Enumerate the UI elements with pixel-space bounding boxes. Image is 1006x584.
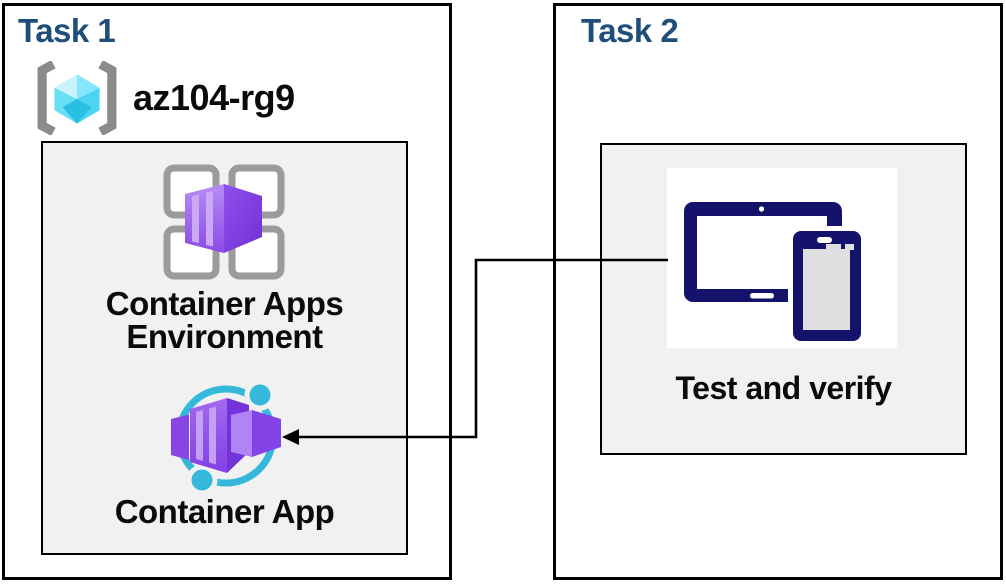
container-apps-environment-icon [162,163,286,286]
container-app-label: Container App [114,493,335,530]
devices-icon-card [667,168,897,348]
resource-group: az104-rg9 [36,60,295,136]
task1-title: Task 1 [18,12,116,49]
resource-group-icon [36,61,118,135]
resource-group-name: az104-rg9 [133,77,295,118]
task1-panel: Task 1 az104-rg9 [2,3,452,580]
container-apps-environment-label: Container Apps Environment [105,285,344,355]
container-app-icon [168,378,284,499]
task2-inner-panel: Test and verify [600,143,967,455]
test-and-verify-label: Test and verify [675,370,892,406]
task1-inner-panel: Container Apps Environment [41,141,408,555]
task2-panel: Task 2 [553,3,1003,580]
task2-title: Task 2 [581,12,679,49]
devices-icon [667,202,897,352]
